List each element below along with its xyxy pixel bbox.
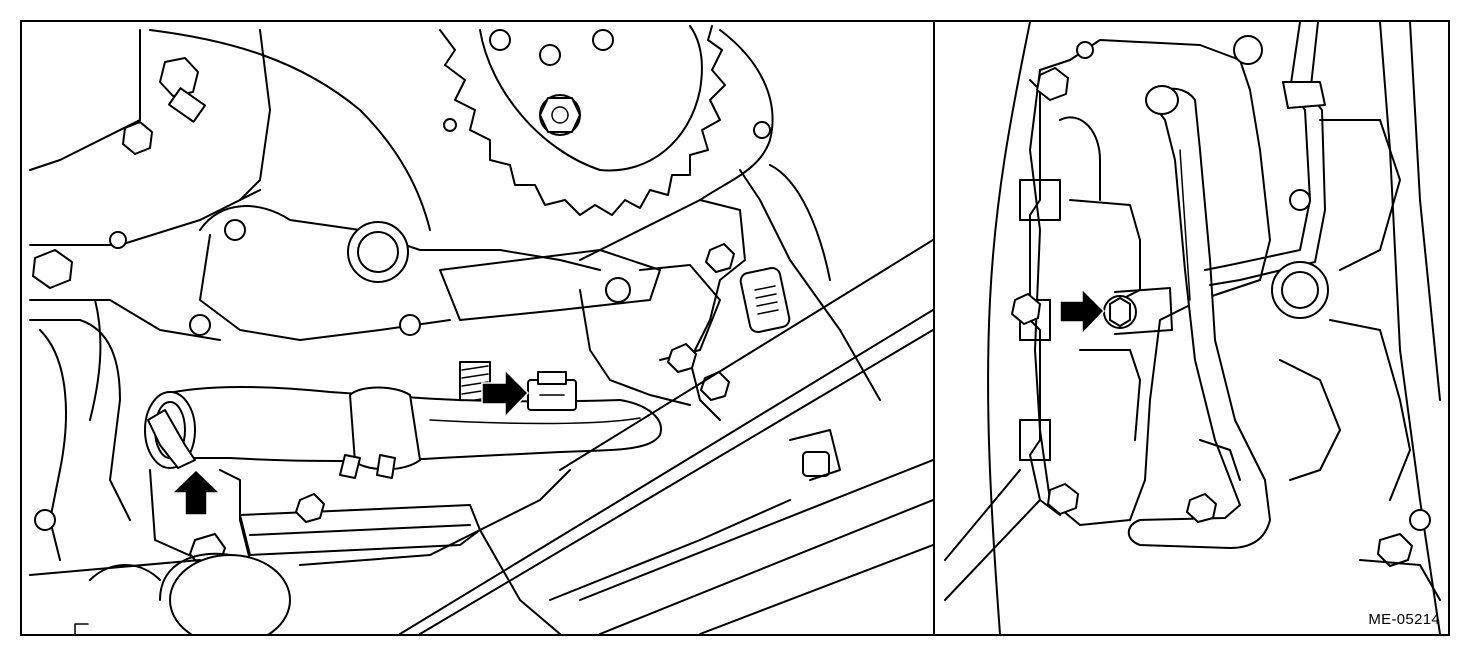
right-components [1186, 119, 1441, 601]
engine-bracket [109, 205, 661, 341]
hose-connector [527, 371, 577, 411]
arrow-up-icon [170, 468, 222, 516]
figure-id: ME-05214 [1368, 611, 1440, 628]
arrow-right-icon [481, 368, 530, 419]
hose-clamp-left [144, 391, 196, 469]
frame-members [399, 239, 933, 634]
arrow-right-bolt-icon [1059, 287, 1106, 336]
panel-divider [933, 22, 935, 634]
right-panel-drawing [944, 22, 1441, 634]
lower-assembly [29, 469, 571, 634]
pump-housing [1011, 35, 1271, 526]
bolt-lower-left [32, 249, 73, 289]
bolt-left [122, 121, 153, 155]
coolant-hose [144, 371, 662, 479]
coolant-pipe [1127, 85, 1271, 549]
bolt-top-left [159, 57, 207, 123]
sprocket [439, 25, 726, 216]
figure-frame [20, 20, 1450, 636]
left-panel-drawing [29, 25, 933, 634]
